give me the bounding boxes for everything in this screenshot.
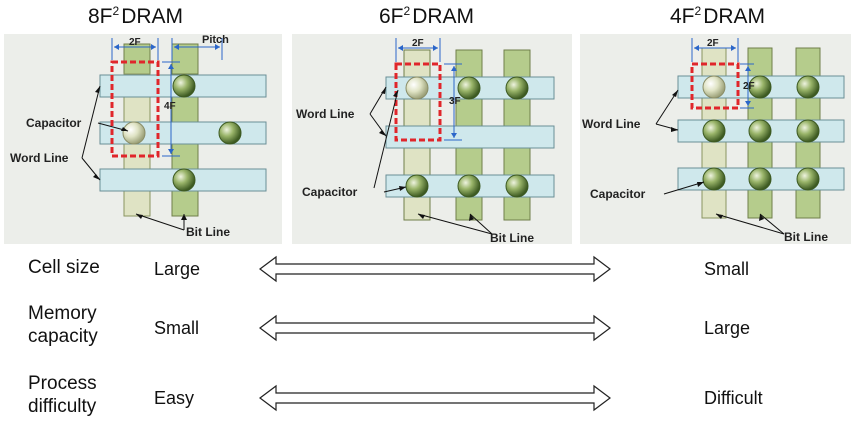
capacitor	[505, 76, 529, 100]
capacitor	[748, 167, 772, 191]
row-label-cell-size: Cell size	[28, 257, 100, 278]
dimension-2f: 2F	[707, 38, 719, 49]
capacitor-cell	[405, 76, 429, 100]
cell-size-right-value: Small	[704, 259, 750, 279]
capacitor	[748, 119, 772, 143]
unit-cell-outline	[110, 60, 160, 158]
label-bit-line: Bit Line	[784, 230, 828, 244]
label-bit-line: Bit Line	[186, 225, 230, 239]
double-arrow-process-difficulty	[259, 384, 611, 412]
memory-capacity-right-value: Large	[704, 318, 751, 338]
capacitor	[457, 174, 481, 198]
unit-cell-outline	[394, 62, 442, 142]
capacitor-cell	[702, 75, 726, 99]
capacitor	[172, 168, 196, 192]
dimension-2f-vertical: 2F	[743, 81, 755, 92]
label-bit-line: Bit Line	[490, 231, 534, 244]
memory-capacity-left-value: Small	[154, 318, 200, 338]
capacitor	[218, 121, 242, 145]
double-arrow-memory-capacity	[259, 314, 611, 342]
label-capacitor: Capacitor	[302, 185, 358, 199]
capacitor	[172, 74, 196, 98]
label-word-line: Word Line	[296, 107, 355, 121]
capacitor	[457, 76, 481, 100]
title-4f2-dram: 4F2DRAM	[670, 4, 766, 28]
title-6f2-dram: 6F2DRAM	[379, 4, 475, 28]
capacitor-cell	[122, 121, 146, 145]
word-line	[385, 125, 555, 149]
bit-line-cell	[123, 73, 151, 217]
capacitor	[796, 75, 820, 99]
dimension-2f: 2F	[129, 37, 141, 48]
panel-8f2: 2F Pitch 4F Capacitor Word Line Bit Line	[4, 34, 282, 244]
panel-4f2: 2F 2F Word Line Capacitor Bit Line	[580, 34, 851, 244]
title-8f2-dram: 8F2DRAM	[88, 4, 184, 28]
capacitor	[405, 174, 429, 198]
cell-size-left-value: Large	[154, 259, 201, 279]
capacitor	[748, 75, 772, 99]
process-difficulty-right-value: Difficult	[704, 388, 763, 408]
panel-6f2: 2F 3F Word Line Capacitor Bit Line	[292, 34, 572, 244]
capacitor	[702, 167, 726, 191]
capacitor	[796, 167, 820, 191]
row-label-memory-capacity: Memory capacity	[28, 303, 98, 347]
label-word-line: Word Line	[582, 117, 641, 131]
label-word-line: Word Line	[10, 151, 69, 165]
capacitor	[702, 119, 726, 143]
capacitor	[796, 119, 820, 143]
label-capacitor: Capacitor	[26, 116, 82, 130]
unit-cell-outline	[690, 62, 740, 110]
dimension-4f: 4F	[164, 101, 176, 112]
label-capacitor: Capacitor	[590, 187, 646, 201]
dimension-3f: 3F	[449, 96, 461, 107]
row-label-process-difficulty: Process difficulty	[28, 373, 97, 417]
process-difficulty-left-value: Easy	[154, 388, 195, 408]
double-arrow-cell-size	[259, 255, 611, 283]
dimension-2f: 2F	[412, 38, 424, 49]
dimension-pitch: Pitch	[202, 34, 229, 46]
capacitor	[505, 174, 529, 198]
bit-line	[171, 73, 199, 217]
